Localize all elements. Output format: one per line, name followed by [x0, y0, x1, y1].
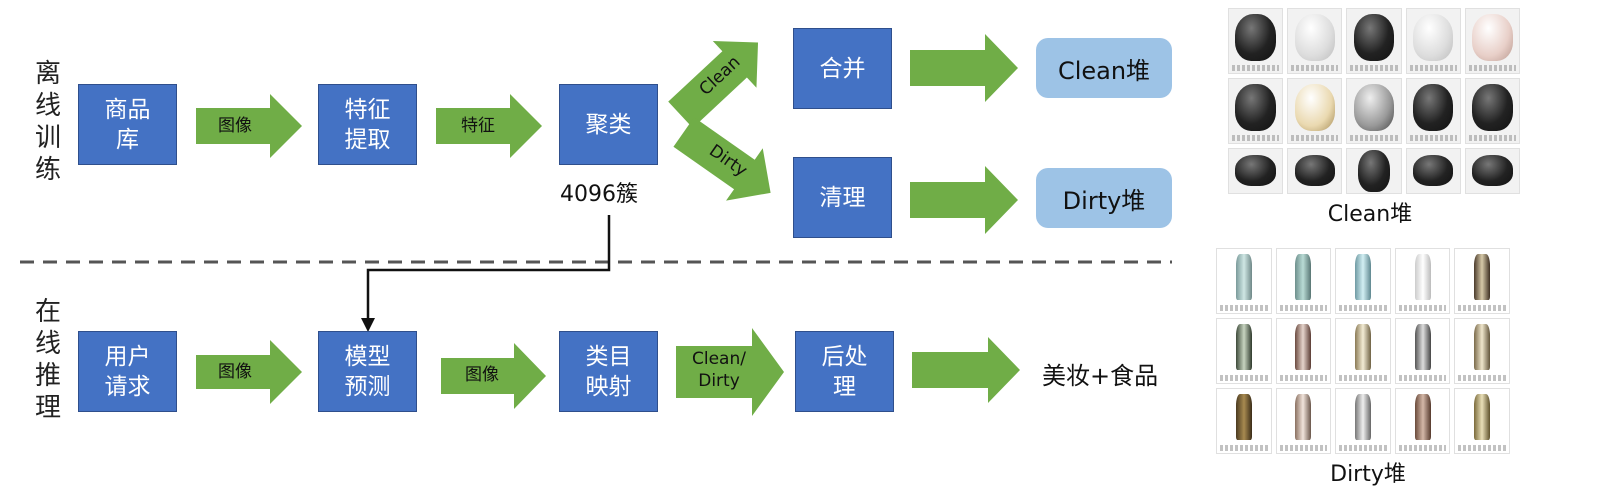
sample-image	[1464, 147, 1520, 194]
sample-image	[1275, 248, 1332, 314]
row-label-online: 在线推理	[34, 297, 61, 423]
sample-image	[1335, 318, 1391, 384]
box-cleanup: 清理	[793, 157, 892, 238]
sample-image	[1228, 147, 1284, 194]
arrow-cluster-to-cleanup	[673, 117, 771, 201]
box-goods-library: 商品 库	[78, 84, 177, 165]
sample-image	[1346, 77, 1402, 144]
sample-image	[1216, 248, 1272, 314]
box-post-process: 后处 理	[795, 331, 894, 412]
box-merge: 合并	[793, 28, 892, 109]
dirty-sample-title: Dirty堆	[1330, 462, 1406, 487]
arrow-cluster-to-merge	[668, 40, 759, 128]
arrow-label-feature: 特征	[461, 116, 495, 136]
arrow-goods-to-extract	[196, 94, 302, 158]
sample-image	[1405, 8, 1461, 74]
sample-image	[1454, 318, 1510, 384]
arrow-label-image-offline: 图像	[218, 116, 252, 136]
box-category-mapping: 类目 映射	[559, 331, 658, 412]
sample-image	[1287, 147, 1343, 194]
result-clean-pile: Clean堆	[1036, 38, 1172, 98]
arrow-post-to-result	[912, 337, 1020, 403]
sample-image	[1287, 77, 1343, 144]
arrow-label-clean-dirty: Clean/ Dirty	[692, 349, 746, 391]
sample-image	[1335, 388, 1391, 454]
result-dirty-pile: Dirty堆	[1036, 168, 1172, 228]
arrow-mapping-to-post	[676, 328, 784, 416]
cluster-to-predict-connector	[366, 215, 611, 322]
sample-image	[1228, 77, 1284, 144]
sample-image	[1454, 248, 1510, 314]
box-feature-extraction: 特征 提取	[318, 84, 417, 165]
arrow-predict-to-mapping	[441, 343, 546, 409]
sample-image	[1394, 318, 1451, 384]
sample-image	[1335, 248, 1391, 314]
box-clustering: 聚类	[559, 84, 658, 165]
sample-image	[1464, 77, 1520, 144]
sample-image	[1346, 8, 1402, 74]
clean-sample-grid	[1228, 8, 1520, 194]
arrow-label-image-online-2: 图像	[465, 365, 499, 385]
row-label-offline: 离线训练	[34, 59, 61, 185]
box-user-request: 用户 请求	[78, 331, 177, 412]
sample-image	[1454, 388, 1510, 454]
sample-image	[1394, 248, 1451, 314]
sample-image	[1228, 8, 1284, 74]
arrow-extract-to-cluster	[436, 94, 542, 158]
sample-image	[1216, 318, 1272, 384]
dirty-sample-grid	[1216, 248, 1510, 454]
sample-image	[1405, 147, 1461, 194]
cluster-count-label: 4096簇	[560, 182, 638, 207]
sample-image	[1275, 318, 1332, 384]
sample-image	[1394, 388, 1451, 454]
result-beauty-food: 美妆+食品	[1042, 362, 1159, 390]
sample-image	[1405, 77, 1461, 144]
arrow-cleanup-to-dirty	[910, 166, 1018, 234]
connector-arrowhead	[361, 318, 375, 332]
sample-image	[1216, 388, 1272, 454]
sample-image	[1346, 147, 1402, 194]
arrow-merge-to-clean	[910, 34, 1018, 102]
sample-image	[1287, 8, 1343, 74]
sample-image	[1464, 8, 1520, 74]
clean-sample-title: Clean堆	[1327, 202, 1413, 227]
sample-image	[1275, 388, 1332, 454]
arrow-label-image-online-1: 图像	[218, 362, 252, 382]
box-model-predict: 模型 预测	[318, 331, 417, 412]
arrow-request-to-predict	[196, 340, 302, 404]
